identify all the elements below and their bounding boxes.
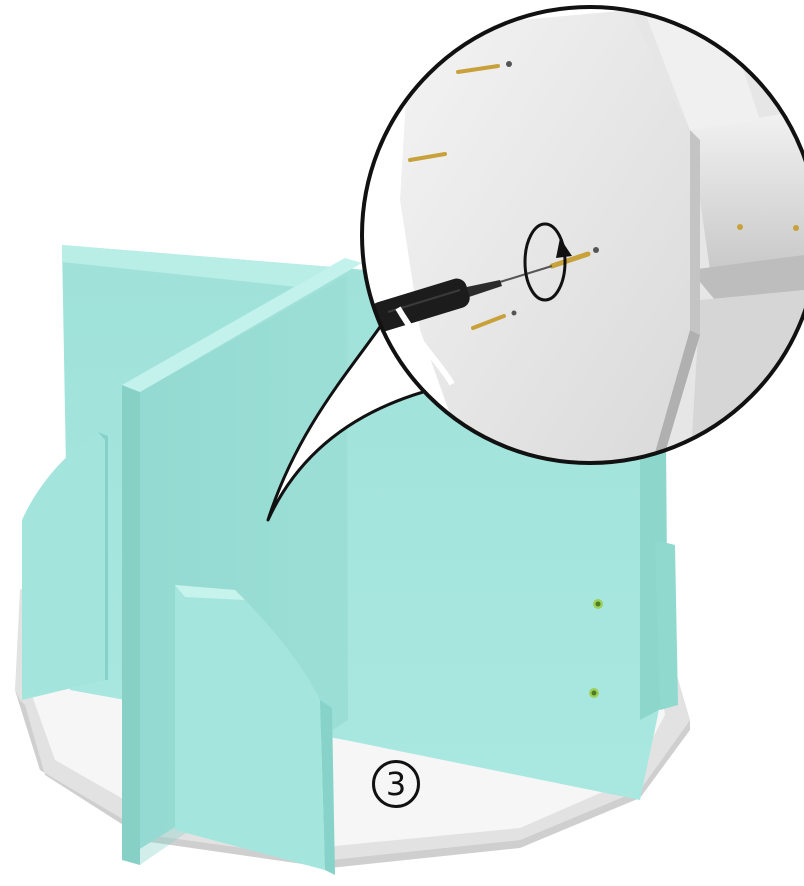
step-number-badge: 3	[372, 760, 420, 808]
left-side-panel	[22, 432, 108, 700]
screw-icon	[737, 224, 743, 230]
step-number-label: 3	[386, 768, 406, 800]
